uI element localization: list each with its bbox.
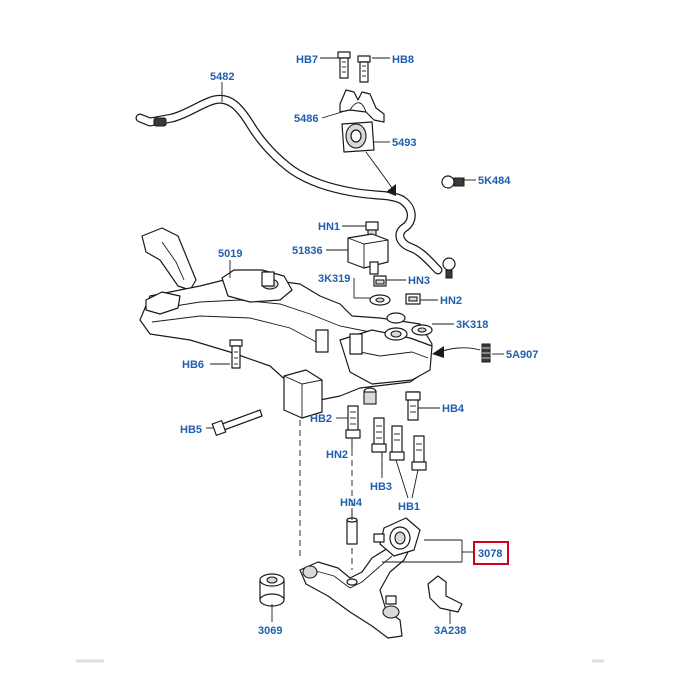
- label-hb5: HB5: [180, 424, 202, 436]
- label-3078: 3078: [478, 548, 502, 560]
- nut-hn2-upper: [405, 293, 421, 305]
- bolt-hb1-a: [389, 425, 405, 461]
- bolt-hb1-b: [411, 435, 427, 471]
- bushing-3k318: [384, 312, 433, 341]
- label-hn3: HN3: [408, 275, 430, 287]
- subframe-5019: [139, 227, 433, 419]
- bushing-5493: [341, 121, 375, 153]
- label-5493: 5493: [392, 137, 416, 149]
- nut-hn4: [346, 517, 358, 545]
- label-5019: 5019: [218, 248, 242, 260]
- stabilizer-link-5k484: [441, 175, 465, 279]
- bracket-5486: [339, 89, 385, 123]
- label-hb8: HB8: [392, 54, 414, 66]
- label-hb7: HB7: [296, 54, 318, 66]
- label-3k319: 3K319: [318, 273, 350, 285]
- label-5482: 5482: [210, 71, 234, 83]
- bolt-hb3: [371, 417, 387, 453]
- bolt-hb6: [229, 339, 243, 369]
- bolt-hb4: [405, 391, 421, 421]
- label-hb6: HB6: [182, 359, 204, 371]
- bushing-3069: [259, 573, 285, 607]
- bracket-51836: [347, 233, 389, 275]
- nut-hn3: [373, 275, 387, 287]
- label-hb4: HB4: [442, 403, 465, 415]
- leader-lines: [206, 57, 504, 624]
- stabilizer-bar: [135, 94, 443, 275]
- highlight-box-3078: [473, 541, 509, 565]
- label-3069: 3069: [258, 625, 282, 637]
- bushing-3078: [373, 517, 421, 557]
- washer-3k319: [369, 294, 391, 306]
- label-3a238: 3A238: [434, 625, 466, 637]
- bolt-hb5: [211, 409, 263, 436]
- label-hb3: HB3: [370, 481, 392, 493]
- bolt-hb8: [357, 55, 371, 83]
- label-hn4: HN4: [340, 497, 363, 509]
- label-5a907: 5A907: [506, 349, 538, 361]
- clip-5a907: [481, 343, 491, 363]
- label-51836: 51836: [292, 245, 323, 257]
- label-hb2: HB2: [310, 413, 332, 425]
- control-arm-3078: [299, 539, 411, 639]
- bracket-3a238: [427, 575, 463, 613]
- label-3k318: 3K318: [456, 319, 488, 331]
- bolt-hb2: [345, 405, 361, 439]
- part-labels: HB7 HB8 5482 5486 5493 5K484 HN1 5019 51…: [180, 54, 538, 637]
- label-5486: 5486: [294, 113, 318, 125]
- bolt-hb7: [337, 51, 351, 79]
- label-hb1: HB1: [398, 501, 420, 513]
- spacer-top: [363, 387, 377, 405]
- label-hn2-upper: HN2: [440, 295, 462, 307]
- label-5k484: 5K484: [478, 175, 511, 187]
- label-hn2-lower: HN2: [326, 449, 348, 461]
- label-hn1: HN1: [318, 221, 340, 233]
